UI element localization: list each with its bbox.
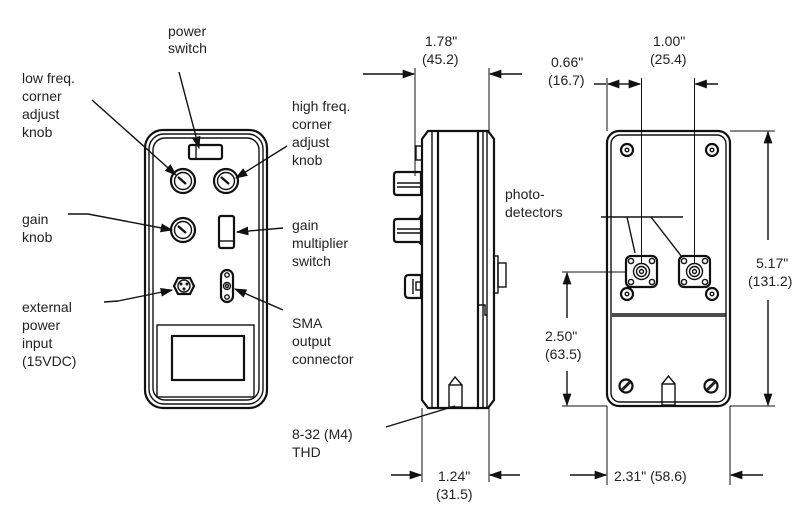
photodetector-1 [619, 254, 659, 302]
side-knob-1 [392, 170, 423, 197]
gain-multiplier-switch[interactable] [217, 214, 236, 250]
detector-height-dimension: 2.50" (63.5) [545, 328, 582, 362]
thread-label: 8-32 (M4) THD [292, 426, 357, 460]
screw-bottom-left [618, 378, 634, 394]
label-panel-outer [156, 324, 255, 398]
external-power-input-label: external power input (15VDC) [22, 299, 76, 369]
base-width-dimension: 1.24" (31.5) [436, 468, 474, 502]
height-dimension: 5.17" (131.2) [748, 255, 792, 289]
gain-knob-label: gain knob [22, 211, 53, 245]
front-housing-mid [148, 133, 264, 405]
depth-dimension: 1.78" (45.2) [422, 33, 461, 67]
offset-left-dimension: 0.66" (16.7) [548, 54, 587, 88]
back-thread-insert [661, 374, 676, 406]
gain-multiplier-switch-label: gain multiplier switch [292, 217, 352, 269]
front-housing-inner [152, 137, 260, 401]
high-freq-knob-label: high freq. corner adjust knob [292, 98, 354, 168]
gain-knob[interactable] [169, 216, 197, 244]
sma-output-connector[interactable] [219, 268, 235, 304]
front-housing-outer [143, 128, 269, 410]
side-back-panel [476, 129, 496, 410]
side-thread-insert [448, 384, 463, 408]
mount-hole-top-left [619, 142, 635, 158]
power-switch-label: power switch [168, 23, 210, 56]
photodetector-2 [677, 254, 720, 302]
detector-spacing-dimension: 1.00" (25.4) [650, 33, 689, 67]
front-view: power switch low freq. corner adjust kno… [22, 23, 357, 460]
external-power-input[interactable] [172, 276, 196, 296]
low-freq-knob[interactable] [169, 167, 197, 195]
width-dimension: 2.31" (58.6) [614, 468, 687, 484]
sma-output-connector-label: SMA output connector [292, 315, 354, 367]
screw-bottom-right [703, 378, 719, 394]
mount-hole-top-right [704, 142, 720, 158]
high-freq-knob[interactable] [212, 167, 240, 195]
label-panel-window [170, 334, 246, 382]
side-knob-2 [392, 212, 423, 247]
back-view: 0.66" (16.7) 1.00" (25.4) 5.17" (131.2) … [545, 33, 792, 485]
back-housing-outer [605, 129, 732, 408]
power-switch[interactable] [187, 143, 224, 161]
photodetectors-label: photo- detectors [505, 186, 563, 220]
side-detector [497, 262, 507, 288]
side-view: 1.78" (45.2) 1.24" (31.5) photo- detecto… [363, 33, 563, 502]
side-connector [403, 273, 423, 300]
side-power-switch [415, 145, 423, 161]
side-front-panel [420, 129, 440, 410]
low-freq-knob-label: low freq. corner adjust knob [22, 70, 79, 140]
back-housing-inner [610, 134, 727, 403]
